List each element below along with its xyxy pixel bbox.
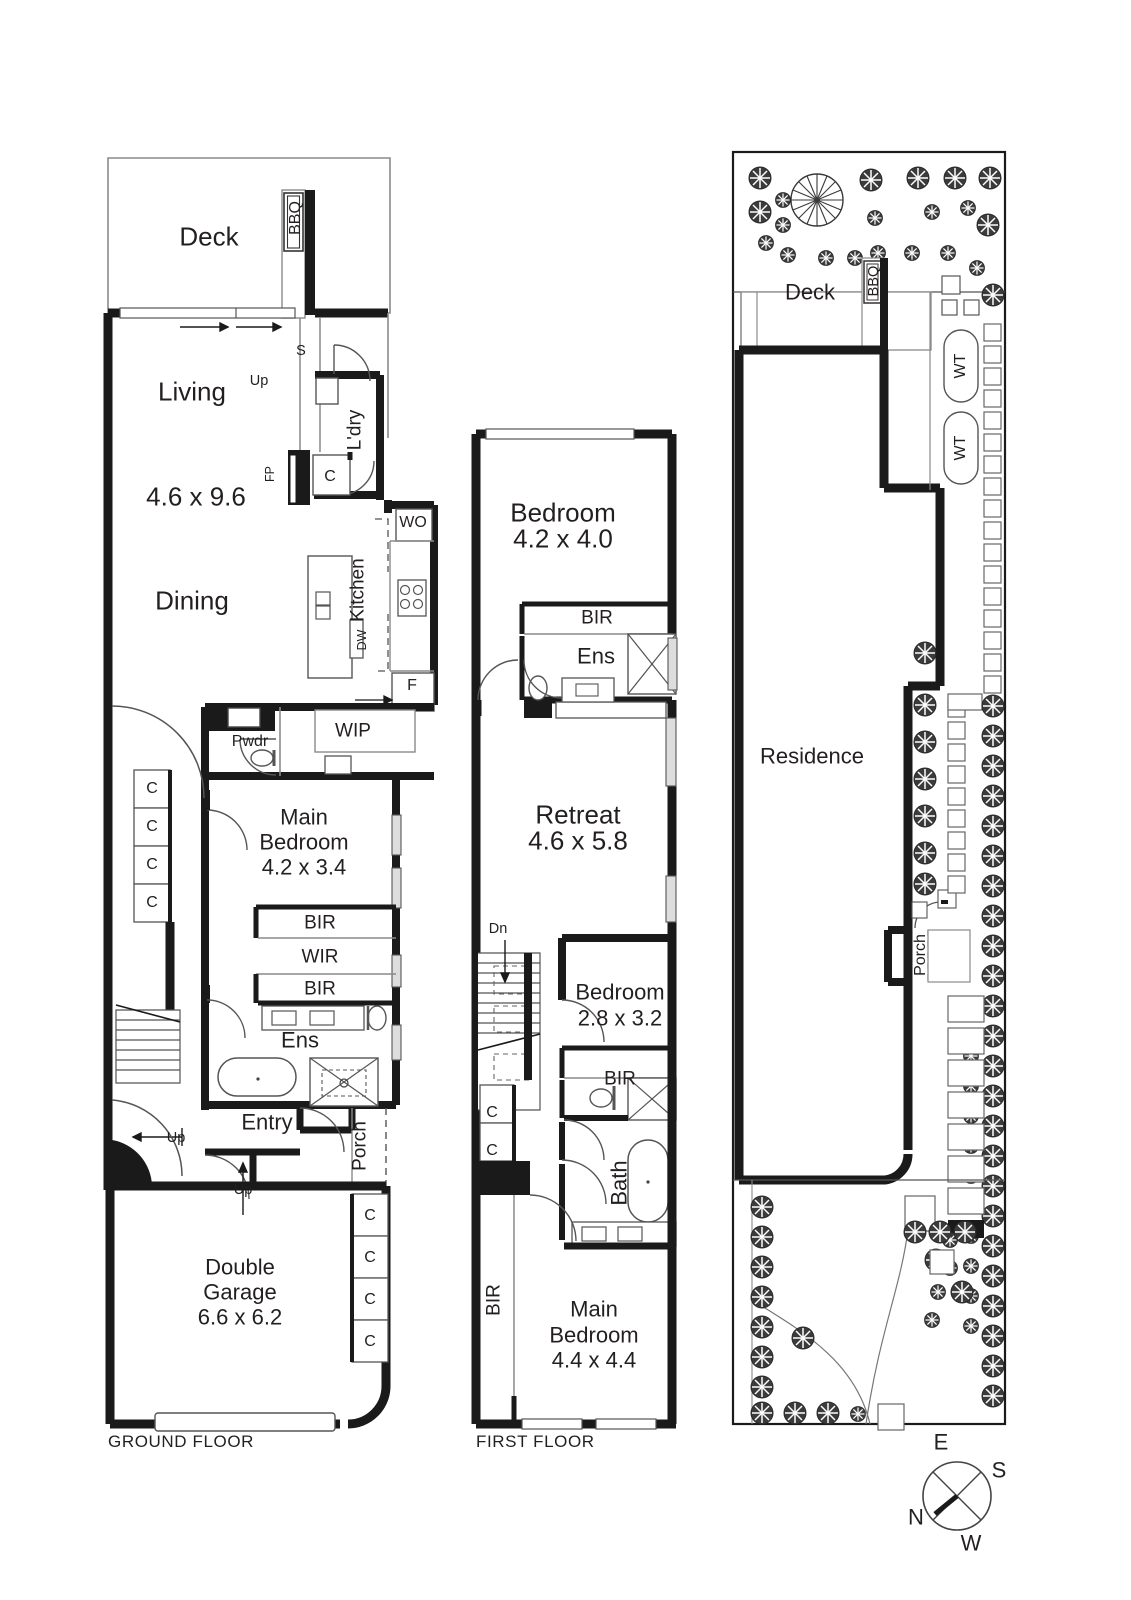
- room-label-main-bedroom-first-2: Bedroom: [549, 1322, 639, 1348]
- dn-label-stair: Dn: [488, 920, 508, 937]
- room-dims-main-bedroom-first: 4.4 x 4.4: [551, 1347, 637, 1373]
- site-label-residence: Residence: [760, 743, 864, 769]
- room-label-entry: Entry: [241, 1109, 293, 1135]
- cupboard-label-garage-2: C: [364, 1249, 376, 1267]
- room-label-main-bedroom-ground-1: Main: [280, 804, 328, 830]
- room-label-garage-2: Garage: [203, 1279, 277, 1305]
- room-dims-main-bedroom-ground: 4.2 x 3.4: [261, 854, 347, 880]
- site-label-deck: Deck: [784, 279, 836, 305]
- bir-label-main-first: BIR: [483, 1284, 505, 1316]
- cupboard-label-first-1: C: [486, 1104, 498, 1122]
- cupboard-label-hall-1: C: [146, 780, 158, 798]
- room-label-bedroom3: Bedroom: [575, 979, 665, 1005]
- room-label-living: Living: [158, 376, 226, 407]
- wall-oven-label: WO: [399, 514, 427, 532]
- room-dims-bedroom3: 2.8 x 3.2: [577, 1005, 663, 1031]
- compass-label-south: S: [991, 1457, 1007, 1483]
- cupboard-label-first-2: C: [486, 1142, 498, 1160]
- wir-label-ground: WIR: [301, 946, 339, 968]
- site-label-porch: Porch: [912, 934, 930, 976]
- compass-label-west: W: [960, 1530, 982, 1556]
- room-label-garage-1: Double: [205, 1254, 275, 1280]
- room-label-main-bedroom-first-1: Main: [570, 1296, 618, 1322]
- cupboard-label-hall-2: C: [146, 818, 158, 836]
- ground-floor-plan: [103, 157, 438, 1432]
- bir-label-ground-upper: BIR: [304, 912, 336, 934]
- first-floor-plan: [471, 428, 678, 1430]
- up-label-garage: Up: [233, 1181, 253, 1198]
- sink-label-ground: S: [296, 342, 306, 359]
- room-label-wip: WIP: [335, 720, 371, 742]
- room-label-main-bedroom-ground-2: Bedroom: [259, 829, 349, 855]
- compass-label-north: N: [908, 1504, 924, 1530]
- room-label-bedroom2: Bedroom: [510, 497, 616, 528]
- room-label-kitchen: Kitchen: [347, 558, 369, 622]
- site-plan: [731, 150, 1007, 1431]
- room-label-porch-ground: Porch: [349, 1121, 371, 1171]
- cupboard-label-garage-3: C: [364, 1291, 376, 1309]
- cupboard-label-hall-4: C: [146, 894, 158, 912]
- room-dims-bedroom2: 4.2 x 4.0: [513, 523, 613, 554]
- room-label-retreat: Retreat: [535, 799, 621, 830]
- room-dims-living: 4.6 x 9.6: [146, 481, 246, 512]
- cupboard-label-hall-3: C: [146, 856, 158, 874]
- fireplace-label: FP: [263, 466, 277, 482]
- water-tank-label-2: WT: [952, 435, 970, 461]
- up-label-hall: Up: [166, 1129, 186, 1146]
- water-tank-label-1: WT: [952, 353, 970, 379]
- site-bbq-label: BBQ: [865, 265, 882, 297]
- cupboard-label-garage-4: C: [364, 1333, 376, 1351]
- first-floor-caption: FIRST FLOOR: [476, 1432, 595, 1451]
- dishwasher-label: DW: [355, 629, 369, 651]
- bir-label-bedroom2: BIR: [581, 607, 613, 629]
- room-label-powder: Pwdr: [231, 733, 269, 751]
- up-label-living: Up: [249, 372, 269, 389]
- fridge-label: F: [407, 677, 417, 695]
- cupboard-label-garage-1: C: [364, 1207, 376, 1225]
- bir-label-ground-lower: BIR: [304, 978, 336, 1000]
- ground-floor-caption: GROUND FLOOR: [108, 1432, 255, 1451]
- room-label-bath: Bath: [606, 1160, 632, 1206]
- room-label-laundry: L'dry: [344, 409, 366, 451]
- cupboard-label-ldry: C: [324, 468, 336, 486]
- room-label-deck-ground: Deck: [179, 221, 239, 252]
- compass-label-east: E: [933, 1429, 949, 1455]
- bbq-label-ground: BBQ: [287, 201, 305, 235]
- bir-label-bedroom3: BIR: [604, 1068, 636, 1090]
- room-dims-retreat: 4.6 x 5.8: [528, 825, 628, 856]
- room-label-dining: Dining: [155, 585, 229, 616]
- room-dims-garage: 6.6 x 6.2: [197, 1304, 283, 1330]
- compass-rose: [922, 1461, 992, 1531]
- room-label-ensuite-ground: Ens: [281, 1027, 319, 1053]
- room-label-ensuite-first: Ens: [577, 643, 615, 669]
